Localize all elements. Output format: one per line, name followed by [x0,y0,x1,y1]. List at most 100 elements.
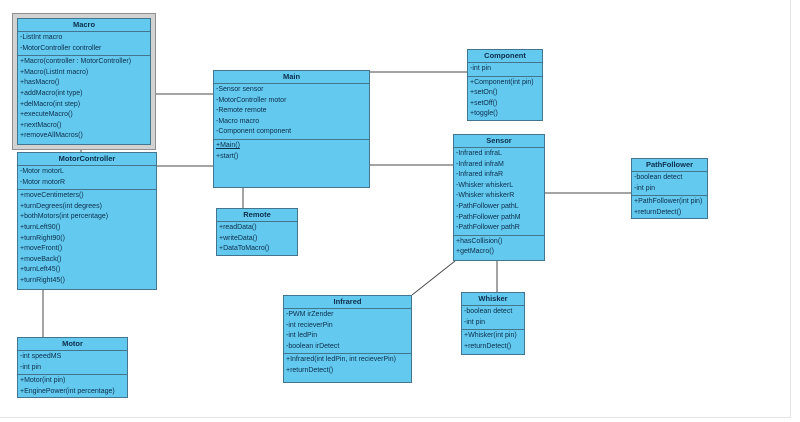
attribute: -int recieverPin [286,321,333,329]
attribute: -Whisker whiskerL [456,181,514,189]
method: +Infrared(int ledPin, int recieverPin) [286,356,396,364]
method: +turnRight90() [20,234,65,242]
attributes-compartment: -Motor motorL -Motor motorR [18,166,156,191]
method: +moveBack() [20,255,62,263]
class-whisker[interactable]: Whisker -boolean detect -int pin +Whisker(i… [461,292,525,355]
attribute: -PathFollower pathR [456,224,520,232]
class-name-whisker: Whisker [462,293,524,306]
attributes-compartment: -int speedMS-int pin [18,351,127,376]
attribute: -Whisker whiskerR [456,192,515,200]
class-name-sensor: Sensor [454,135,544,148]
class-sensor[interactable]: Sensor-Infrared infraL-Infrared infraM-I… [453,134,545,261]
method: +addMacro(int type) [20,89,83,97]
class-macro[interactable]: Macro-ListInt macro-MotorController cont… [17,18,151,145]
attribute: -boolean detect [464,308,513,315]
attribute: -Remote remote [216,107,267,115]
method: +getMacro() [456,248,494,256]
class-name-remote: Remote [217,209,297,222]
methods-compartment: +Whisker(int pin) +returnDetect() [462,330,524,354]
attribute: -PWM irZender [286,311,334,318]
attributes-compartment: -Sensor sensor -MotorController motor -Rem… [214,84,369,140]
attributes-compartment: -PWM irZender -int recieverPin -int ledPin… [284,309,411,355]
method: +Macro(controller : MotorController) [20,58,132,66]
attributes-compartment: -Infrared infraL-Infrared infraM-Infrare… [454,148,544,236]
method: +Component(int pin) [470,78,534,86]
attributes-compartment: -boolean detect -int pin [632,172,707,197]
attribute: -ListInt macro [20,34,63,41]
attribute: -int pin [634,184,656,192]
class-remote[interactable]: Remote +readData() +writeData() +DataToMacr… [216,208,298,256]
methods-compartment: +readData() +writeData() +DataToMacro() [217,222,297,255]
method: +start() [216,152,239,160]
class-name-infrared: Infrared [284,296,411,309]
methods-compartment: +moveCentimeters() +turnDegrees(int degre… [18,190,156,289]
attribute: -boolean irDetect [286,342,340,350]
association-sensor-infrared [411,260,456,296]
attribute: -Infrared infraR [456,171,504,179]
method: +toggle() [470,110,498,118]
method: +Motor(int pin) [20,377,66,385]
method: +hasMacro() [20,79,60,87]
method: +setOn() [470,89,498,97]
method: +EnginePower(int percentage) [20,387,115,395]
attribute: -int pin [470,65,492,72]
class-name-main: Main [214,71,369,84]
method: +nextMacro() [20,121,62,129]
method: +turnLeft90() [20,223,61,231]
class-pathfollower[interactable]: PathFollower -boolean detect -int pin +Path… [631,158,708,219]
class-name-component: Component [468,50,542,63]
methods-compartment: +Component(int pin) +setOn() +setOff() +tog… [468,77,542,120]
methods-compartment: +Macro(controller : MotorController) +Mac… [18,56,150,144]
method: +turnRight45() [20,276,65,284]
attribute: -MotorController motor [216,96,287,104]
attribute: -PathFollower pathM [456,213,521,221]
method: +readData() [219,224,257,231]
methods-compartment: +Main() +start() [214,140,369,187]
class-component[interactable]: Component -int pin +Component(int pin) +set… [467,49,543,121]
attribute: -Motor motorL [20,168,64,175]
method: +DataToMacro() [219,245,270,253]
method: +hasCollision() [456,237,503,245]
method: +Macro(ListInt macro) [20,68,89,76]
class-name-motor: Motor [18,338,127,351]
methods-compartment: +hasCollision() +getMacro() [454,236,544,260]
class-main[interactable]: Main -Sensor sensor -MotorController motor… [213,70,370,188]
method: +executeMacro() [20,111,73,119]
attribute: -Motor motorR [20,178,66,186]
attribute: -int speedMS [20,353,62,360]
method: +returnDetect() [464,342,512,350]
class-motorcontroller[interactable]: MotorController-Motor motorL-Motor motor… [17,152,157,290]
method: +Main() [216,141,240,149]
attribute: -Macro macro [216,117,260,125]
method: +returnDetect() [286,366,334,374]
methods-compartment: +PathFollower(int pin)+returnDetect() [632,196,707,218]
method: +writeData() [219,234,258,242]
attributes-compartment: -boolean detect -int pin [462,306,524,331]
method: +removeAllMacros() [20,132,83,140]
method: +setOff() [470,99,498,107]
attribute: -Component component [216,128,292,136]
page-edge-right [790,0,791,417]
attribute: -int ledPin [286,332,318,340]
class-infrared[interactable]: Infrared -PWM irZender -int recieverPin -in… [283,295,412,383]
attribute: -int pin [464,318,486,326]
method: +turnLeft45() [20,266,61,274]
method: +delMacro(int step) [20,100,81,108]
attribute: -Infrared infraL [456,150,502,157]
attribute: -boolean detect [634,174,683,181]
attribute: -MotorController controller [20,44,102,52]
methods-compartment: +Infrared(int ledPin, int recieverPin) +r… [284,354,411,382]
method: +bothMotors(int percentage) [20,213,109,221]
class-motor[interactable]: Motor-int speedMS-int pin+Motor(int pin)… [17,337,128,398]
method: +moveFront() [20,245,63,253]
attribute: -PathFollower pathL [456,202,519,210]
method: +turnDegrees(int degrees) [20,202,102,210]
attributes-compartment: -ListInt macro -MotorController controlle… [18,32,150,57]
method: +moveCentimeters() [20,192,84,200]
class-name-pathfollower: PathFollower [632,159,707,172]
attribute: -Sensor sensor [216,86,264,93]
attributes-compartment: -int pin [468,63,542,77]
class-name-motorcontroller: MotorController [18,153,156,166]
method: +Whisker(int pin) [464,332,517,340]
